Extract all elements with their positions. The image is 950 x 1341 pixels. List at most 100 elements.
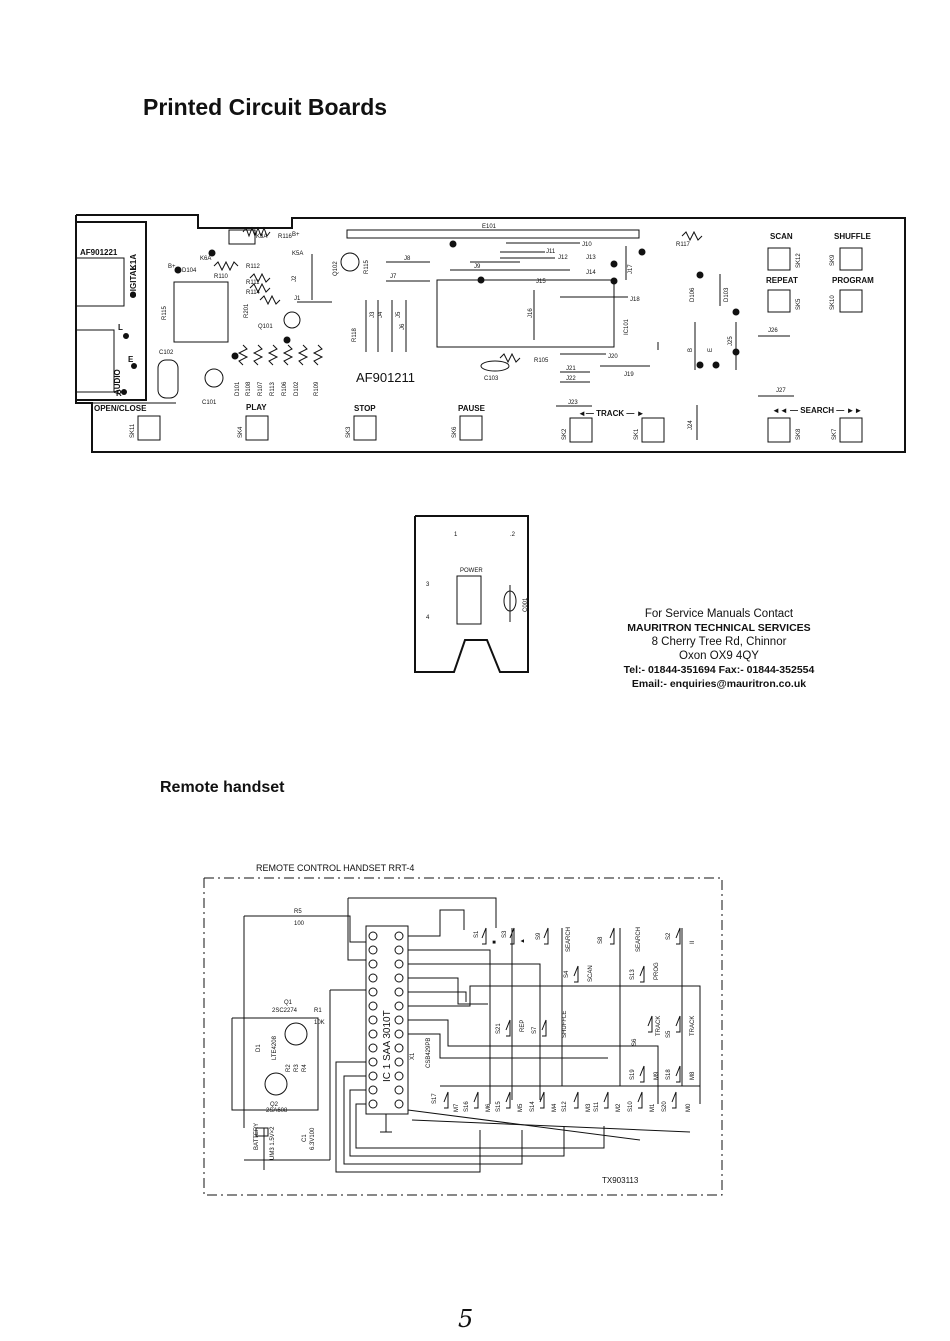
d106-label: D106 bbox=[690, 287, 696, 302]
power-pin-4: 4 bbox=[426, 615, 430, 621]
r112-label: R112 bbox=[246, 264, 261, 270]
switch-s12-label: M3 bbox=[586, 1103, 592, 1112]
power-board: POWER 1 .2 3 4 C001 bbox=[414, 515, 529, 673]
j25-label: J25 bbox=[728, 336, 734, 346]
contact-line-4: Oxon OX9 4QY bbox=[679, 650, 759, 662]
remote-switches: S1 ■ S3 ▲ S9 SEARCH S8 SEARCH S2 bbox=[432, 927, 696, 1112]
switch-s19-ref: S19 bbox=[630, 1069, 636, 1080]
sk1-ref: SK1 bbox=[634, 428, 640, 440]
switch-s2-label: II bbox=[690, 940, 696, 944]
button-boxes bbox=[137, 247, 863, 443]
remote-schematic: REMOTE CONTROL HANDSET RRT-4 TX903113 IC… bbox=[203, 863, 723, 1196]
x1-label: X1 bbox=[410, 1052, 416, 1060]
remote-heading: Remote handset bbox=[160, 779, 285, 796]
switch-s1-label: ■ bbox=[492, 940, 498, 944]
search-label: ◄◄ — SEARCH — ►► bbox=[772, 406, 862, 415]
switch-s16: S16 M6 bbox=[464, 1091, 492, 1112]
r4-label: R4 bbox=[302, 1064, 308, 1072]
side-labels: DIGITAL AUDIO K1A L E R bbox=[113, 254, 138, 398]
sk7-ref: SK7 bbox=[832, 428, 838, 440]
j13-label: J13 bbox=[586, 255, 596, 261]
switch-s18-ref: S18 bbox=[666, 1069, 672, 1080]
j27-label: J27 bbox=[776, 388, 786, 394]
j7-label: J7 bbox=[390, 274, 397, 280]
sk4-ref: SK4 bbox=[238, 426, 244, 438]
r113-label: R113 bbox=[270, 381, 276, 396]
switch-s6: S6 TRACK bbox=[632, 1016, 662, 1046]
switch-s15-ref: S15 bbox=[496, 1101, 502, 1112]
switch-s17: S17 M7 bbox=[432, 1091, 460, 1112]
r108-label: R108 bbox=[246, 381, 252, 396]
switch-s8-label: SEARCH bbox=[636, 927, 642, 952]
j12-label: J12 bbox=[558, 255, 568, 261]
switch-s13-ref: S13 bbox=[630, 969, 636, 980]
r111-label: R111 bbox=[246, 280, 260, 286]
switch-s14-ref: S14 bbox=[530, 1101, 536, 1112]
j2-label: J2 bbox=[292, 275, 298, 282]
switch-s4-ref: S4 bbox=[564, 970, 570, 978]
switch-s15-label: M5 bbox=[518, 1103, 524, 1112]
page-number: 5 bbox=[458, 1305, 474, 1333]
c1-label: C1 bbox=[302, 1134, 308, 1142]
power-label: POWER bbox=[460, 568, 483, 574]
switch-s1-ref: S1 bbox=[474, 930, 480, 938]
switch-s1: S1 ■ bbox=[474, 927, 498, 945]
jumper-labels: J1 J2 J3 J4 J5 J6 J7 J8 J9 J10 J11 J12 J… bbox=[292, 242, 786, 430]
side-board-label: AF901221 bbox=[80, 248, 118, 257]
switch-s2-ref: S2 bbox=[666, 932, 672, 940]
j14-label: J14 bbox=[586, 270, 596, 276]
switch-s9-label: SEARCH bbox=[566, 927, 572, 952]
d104-label: B bbox=[688, 348, 694, 352]
bplus-label: D104 bbox=[182, 268, 197, 274]
switch-s7-ref: S7 bbox=[532, 1026, 538, 1034]
switch-s8-ref: S8 bbox=[598, 936, 604, 944]
j8-label: J8 bbox=[404, 256, 411, 262]
ic-pins bbox=[368, 931, 404, 1109]
battery-spec: UM3 1.5V×2 bbox=[270, 1126, 276, 1160]
e-left-label: B+ bbox=[168, 264, 176, 270]
side-label-k1a: K1A bbox=[129, 254, 138, 270]
page-title: Printed Circuit Boards bbox=[143, 94, 388, 120]
r118-label: R118 bbox=[352, 327, 358, 342]
d1-part: LTE4208 bbox=[272, 1035, 278, 1060]
r3-label: R3 bbox=[294, 1064, 300, 1072]
side-label-l: L bbox=[118, 323, 123, 332]
button-labels: OPEN/CLOSE PLAY STOP PAUSE SCAN SHUFFLE … bbox=[94, 232, 874, 418]
switch-s19-label: M9 bbox=[654, 1071, 660, 1080]
r1-label: R1 bbox=[314, 1008, 322, 1014]
j22-label: J22 bbox=[566, 376, 576, 382]
j15-label: J15 bbox=[536, 279, 546, 285]
switch-s2: S2 II bbox=[666, 927, 696, 945]
switch-s10: S10 M1 bbox=[628, 1091, 656, 1112]
track-label: ◄— TRACK — ► bbox=[578, 409, 645, 418]
switch-s3-label: ▲ bbox=[520, 938, 526, 944]
remote-ic-label: IC 1 SAA 3010T bbox=[382, 1010, 393, 1082]
play-label: PLAY bbox=[246, 403, 267, 412]
q101-label: Q101 bbox=[258, 324, 273, 330]
switch-s19: S19 M9 bbox=[630, 1065, 660, 1083]
r116-label: R116 bbox=[278, 234, 293, 240]
j9-label: J9 bbox=[474, 264, 481, 270]
q1-label: Q1 bbox=[284, 1000, 293, 1006]
resistor-row: D101 R108 R107 R113 R106 D102 R109 bbox=[235, 344, 324, 396]
c1-value: 6.3V100 bbox=[310, 1127, 316, 1150]
switch-s18-label: M8 bbox=[690, 1071, 696, 1080]
switch-s17-label: M7 bbox=[454, 1103, 460, 1112]
r107-label: R107 bbox=[258, 381, 264, 396]
pause-label: PAUSE bbox=[458, 404, 486, 413]
switch-s6-label: TRACK bbox=[656, 1016, 662, 1036]
c103-label: C103 bbox=[484, 376, 499, 382]
switch-s12-ref: S12 bbox=[562, 1101, 568, 1112]
r106-label: R106 bbox=[282, 381, 288, 396]
r115-label: R115 bbox=[364, 259, 370, 274]
switch-s20: S20 M0 bbox=[662, 1091, 692, 1112]
k3a-label: K3A bbox=[256, 234, 267, 240]
switch-s13: S13 PROG bbox=[630, 962, 660, 983]
power-cap-label: C001 bbox=[523, 597, 529, 612]
switch-s4: S4 SCAN bbox=[564, 965, 594, 983]
side-label-r: R bbox=[116, 389, 122, 398]
r109-label: R109 bbox=[314, 381, 320, 396]
switch-s8: S8 SEARCH bbox=[598, 927, 642, 952]
button-refs: SK11 SK4 SK3 SK6 SK2 SK1 SK8 SK7 SK12 SK… bbox=[130, 253, 838, 440]
r1-value: 10K bbox=[314, 1020, 325, 1026]
